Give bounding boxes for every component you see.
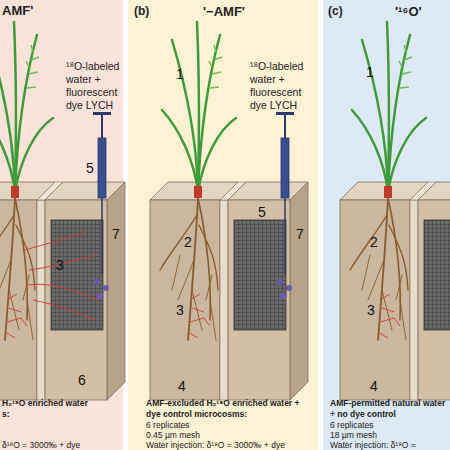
panel-text: AMF-excluded H₂¹⁸O enriched water + dye … <box>146 398 316 420</box>
callout-number: 7 <box>296 226 304 242</box>
panel-text: Water injection: δ¹⁸O = <box>330 440 416 450</box>
panel-heading: AMF' <box>2 3 33 19</box>
panel-band: (c) '¹⁶O' AMF-permitted natural water + no… <box>323 0 450 450</box>
callout-number: 3 <box>367 302 375 318</box>
callout-number: 3 <box>176 302 184 318</box>
callout-number: 3 <box>56 257 64 273</box>
panel-text: 0.45 µm mesh <box>146 430 200 440</box>
panel-text: AMF-permitted natural water + no dye con… <box>330 398 448 420</box>
panel-text: s: <box>2 409 10 419</box>
panel-heading: (b) <box>134 4 149 18</box>
panel-text: 18 µm mesh <box>330 430 377 440</box>
panel-heading: (c) <box>328 4 343 18</box>
callout-number: 4 <box>370 378 378 394</box>
panel-heading: '−AMF' <box>203 4 245 20</box>
callout-number: 1 <box>366 64 374 80</box>
callout-number: 2 <box>370 234 378 250</box>
panel-text: δ¹⁸O = 3000‰ + dye <box>2 440 80 450</box>
callout-number: 7 <box>112 226 120 242</box>
panel-heading: ¹⁸O-labeled water + fluorescent dye LYCH <box>66 60 122 112</box>
callout-number: 4 <box>178 378 186 394</box>
callout-number: 1 <box>176 66 184 82</box>
panel-text: 6 replicates <box>330 420 373 430</box>
callout-number: 5 <box>86 160 94 176</box>
panel-band: AMF' ¹⁸O-labeled water + fluorescent dye … <box>0 0 123 450</box>
panel-text: 6 replicates <box>146 420 189 430</box>
panel-heading: '¹⁶O' <box>395 4 422 20</box>
panel-text: ¹⁸O-labeled water + fluorescent dye LYCH <box>250 60 312 112</box>
panel-text: H₂¹⁸O enriched water <box>2 398 88 408</box>
callout-number: 6 <box>78 372 86 388</box>
panel-text: Water injection: δ¹⁸O = 3000‰ + dye <box>146 440 285 450</box>
callout-number: 2 <box>184 234 192 250</box>
panel-band: (b) '−AMF' ¹⁸O-labeled water + fluorescent… <box>128 0 318 450</box>
callout-number: 5 <box>258 204 266 220</box>
